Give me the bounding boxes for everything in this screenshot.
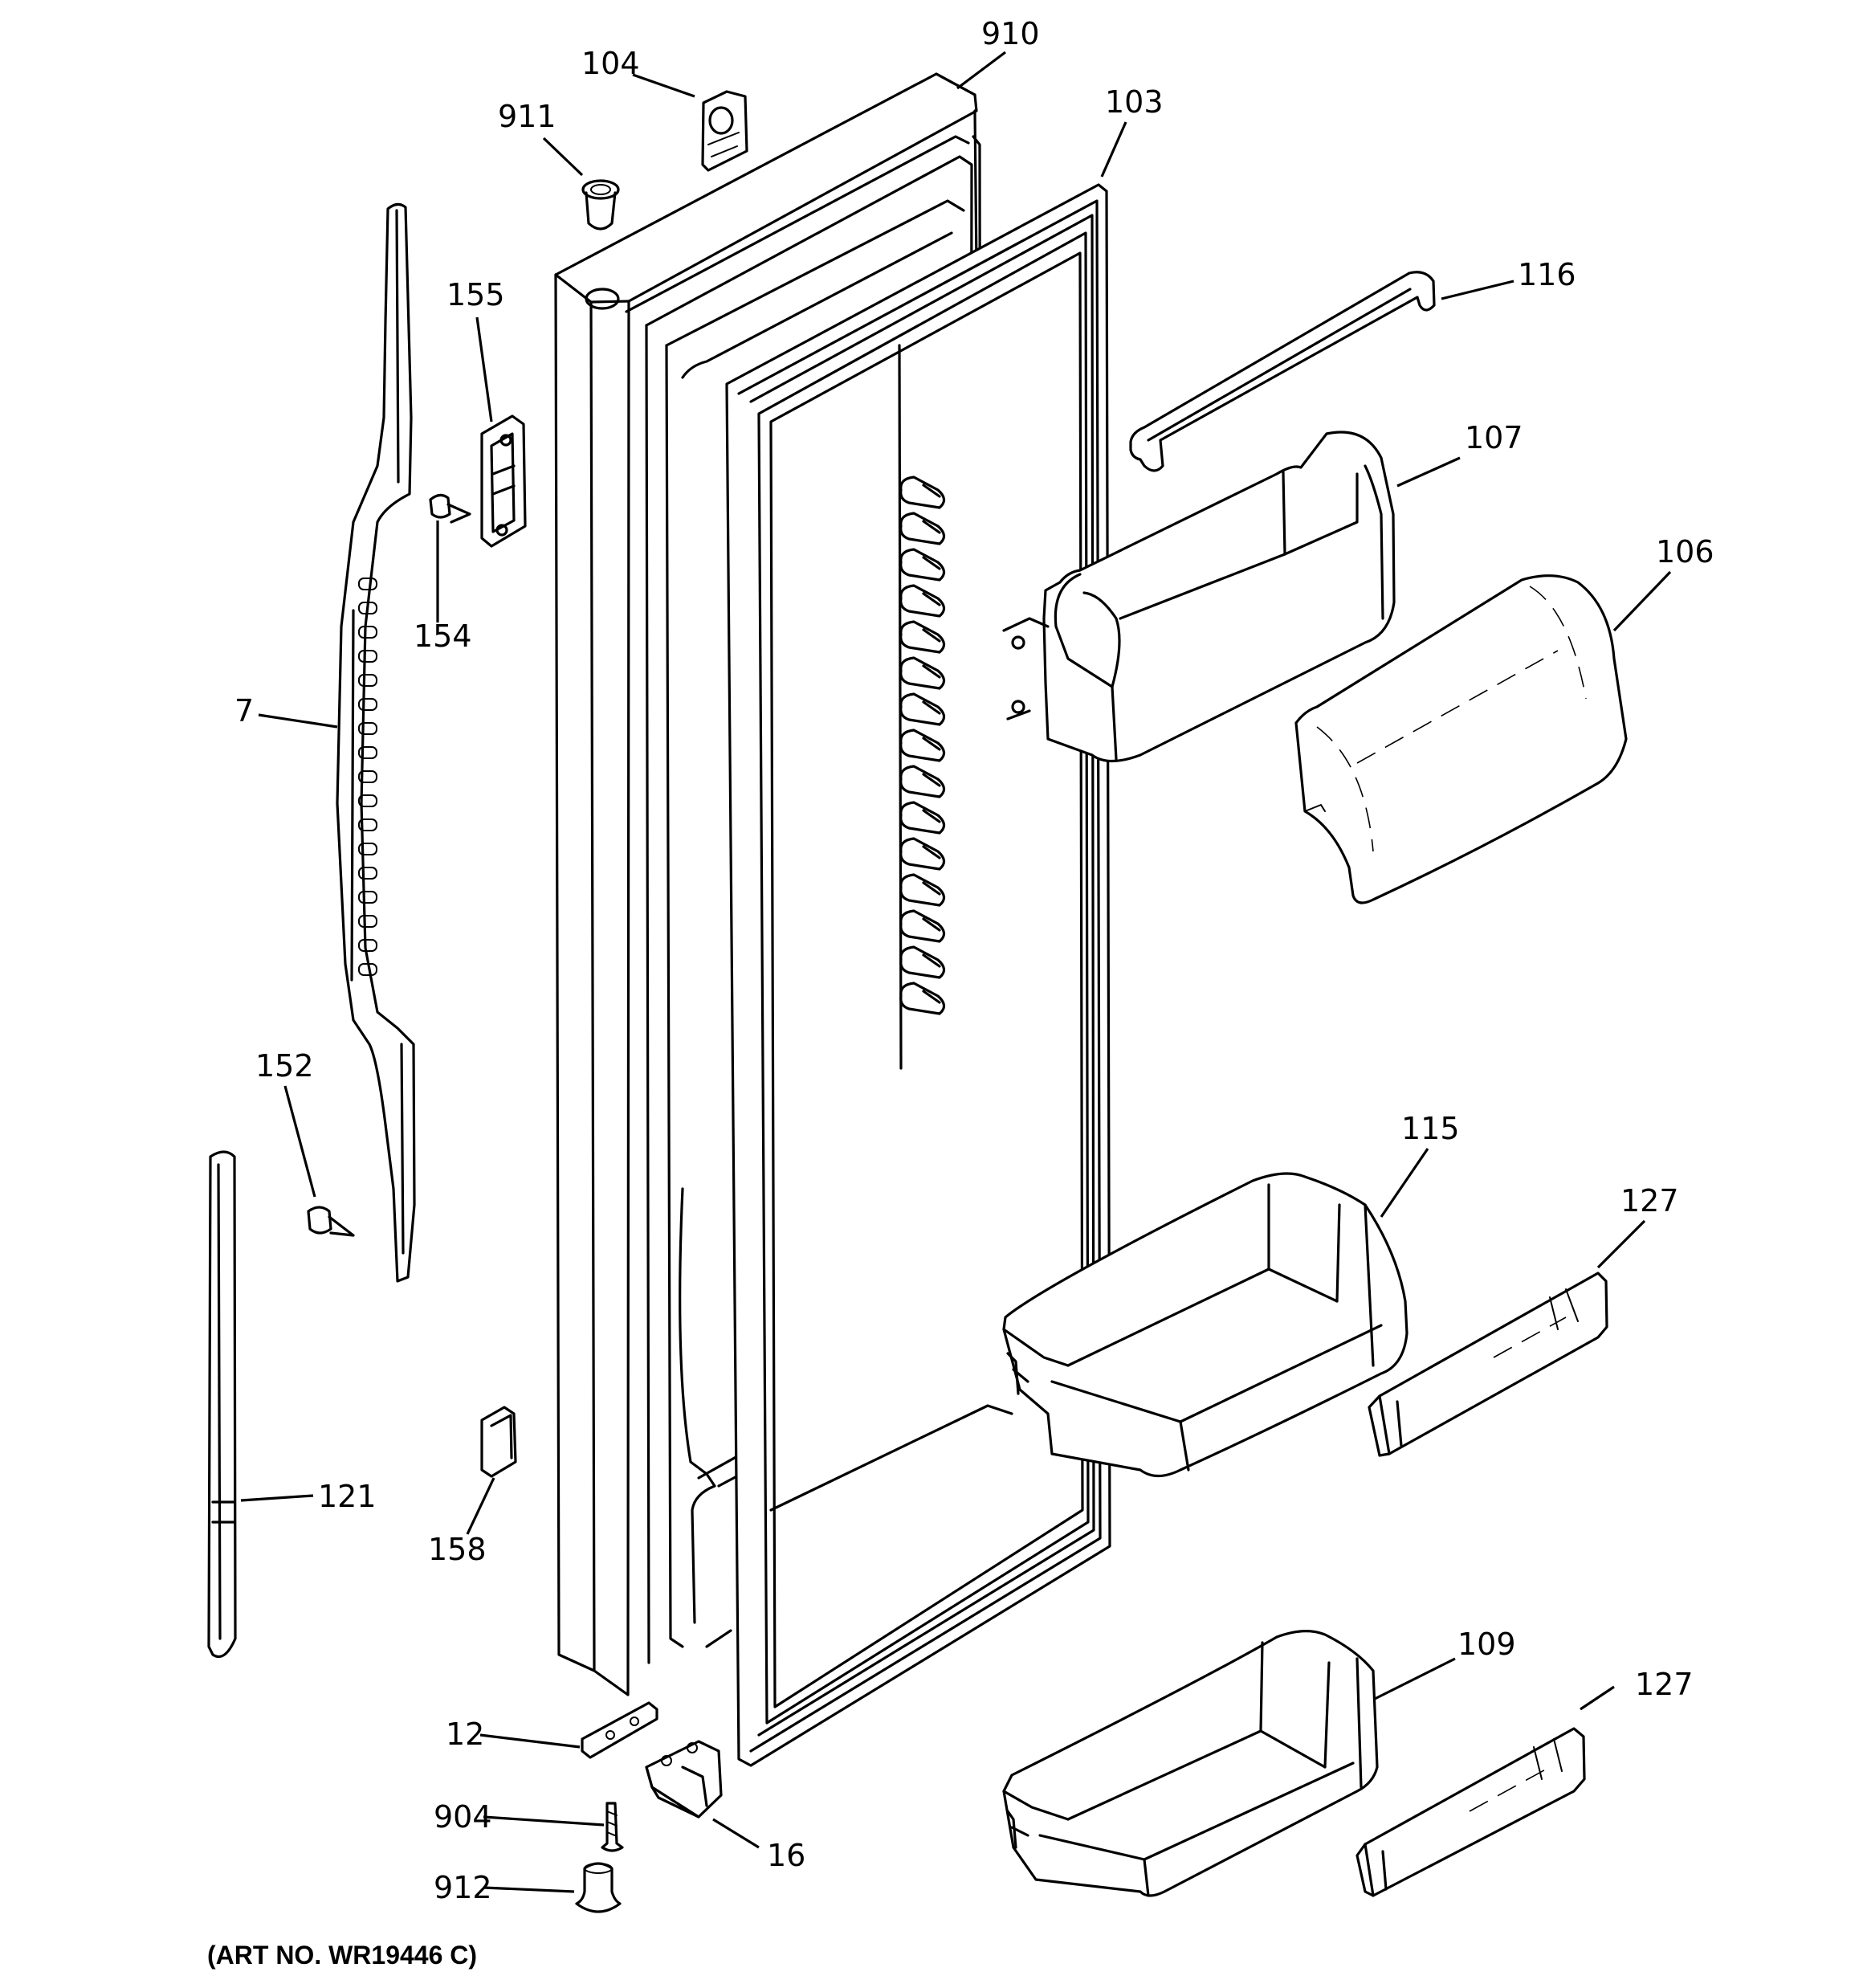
rack-rib	[899, 729, 946, 762]
part-155-bracket	[480, 414, 527, 548]
rack-rib	[899, 909, 946, 943]
part-104-cap	[701, 90, 748, 172]
callout-103: 103	[1105, 84, 1164, 120]
part-911-bushing	[581, 179, 620, 231]
part-107-bin	[1002, 431, 1396, 763]
part-7-handle	[336, 202, 416, 1283]
callout-107: 107	[1465, 420, 1523, 455]
part-158-clip	[480, 1406, 517, 1478]
handle-grip-slot	[358, 698, 377, 711]
part-115-bin	[1002, 1172, 1408, 1478]
handle-grip-slot	[358, 602, 377, 614]
callout-904: 904	[434, 1799, 492, 1835]
leader-lines	[240, 51, 1672, 1893]
rack-rib	[899, 765, 946, 798]
handle-grip-slot	[358, 915, 377, 928]
callout-109: 109	[1457, 1627, 1516, 1662]
callout-104: 104	[581, 46, 640, 81]
art-number: (ART NO. WR19446 C)	[207, 1941, 477, 1970]
callout-121: 121	[318, 1479, 377, 1514]
callout-154: 154	[414, 618, 472, 654]
handle-grip-slot	[358, 891, 377, 904]
rack-rib	[899, 656, 946, 690]
callout-16: 16	[767, 1838, 805, 1873]
handle-grip-slot	[358, 818, 377, 831]
handle-grip-slot	[358, 939, 377, 952]
handle-grip-slot	[358, 674, 377, 687]
handle-grip-slot	[358, 626, 377, 639]
handle-grip-slot	[358, 794, 377, 807]
callout-127-lower: 127	[1635, 1667, 1694, 1702]
part-109-bin	[1002, 1630, 1379, 1897]
rack-rib	[899, 548, 946, 582]
part-152-screw	[307, 1206, 355, 1237]
handle-grip-slot	[358, 650, 377, 663]
part-121-trim	[207, 1150, 237, 1659]
callout-116: 116	[1518, 257, 1576, 292]
handle-grip-slot	[358, 722, 377, 735]
part-904-screw	[601, 1802, 624, 1852]
handle-grip-slot	[358, 770, 377, 783]
callout-155: 155	[446, 277, 505, 312]
door-rack-ribs	[899, 476, 946, 1015]
rack-rib	[899, 945, 946, 979]
handle-grip-slot	[358, 867, 377, 880]
callout-152: 152	[255, 1048, 314, 1084]
callout-910: 910	[981, 16, 1040, 51]
rack-rib	[899, 982, 946, 1015]
handle-grip-slot	[358, 843, 377, 855]
door-panel	[554, 72, 983, 1696]
rack-rib	[899, 584, 946, 618]
part-127-shield-lower	[1355, 1727, 1586, 1897]
callout-115: 115	[1401, 1111, 1460, 1146]
callout-911: 911	[498, 99, 556, 134]
callout-106: 106	[1656, 534, 1714, 569]
part-12-shim	[581, 1701, 658, 1759]
handle-grip-slot	[358, 578, 377, 590]
part-127-shield-upper	[1368, 1272, 1608, 1457]
rack-rib	[899, 692, 946, 726]
callout-127-upper: 127	[1620, 1183, 1679, 1219]
part-16-hinge	[645, 1740, 723, 1819]
part-116-rail	[1129, 271, 1436, 472]
part-154-screw	[429, 493, 471, 524]
callout-912: 912	[434, 1870, 492, 1905]
callout-12: 12	[446, 1717, 484, 1752]
rack-rib	[899, 801, 946, 835]
rack-rib	[899, 620, 946, 654]
callout-7: 7	[234, 693, 254, 729]
rack-rib	[899, 476, 946, 509]
part-106-cover	[1294, 574, 1628, 904]
handle-grip-slot	[358, 963, 377, 976]
rack-rib	[899, 837, 946, 871]
callout-labels: 104 910 911 103 155 116 107 154 106 7 15…	[234, 16, 1714, 1905]
rack-rib	[899, 873, 946, 907]
rack-rib	[899, 512, 946, 545]
callout-158: 158	[428, 1532, 487, 1567]
handle-grip-slot	[358, 746, 377, 759]
part-912-bushing	[575, 1862, 622, 1913]
